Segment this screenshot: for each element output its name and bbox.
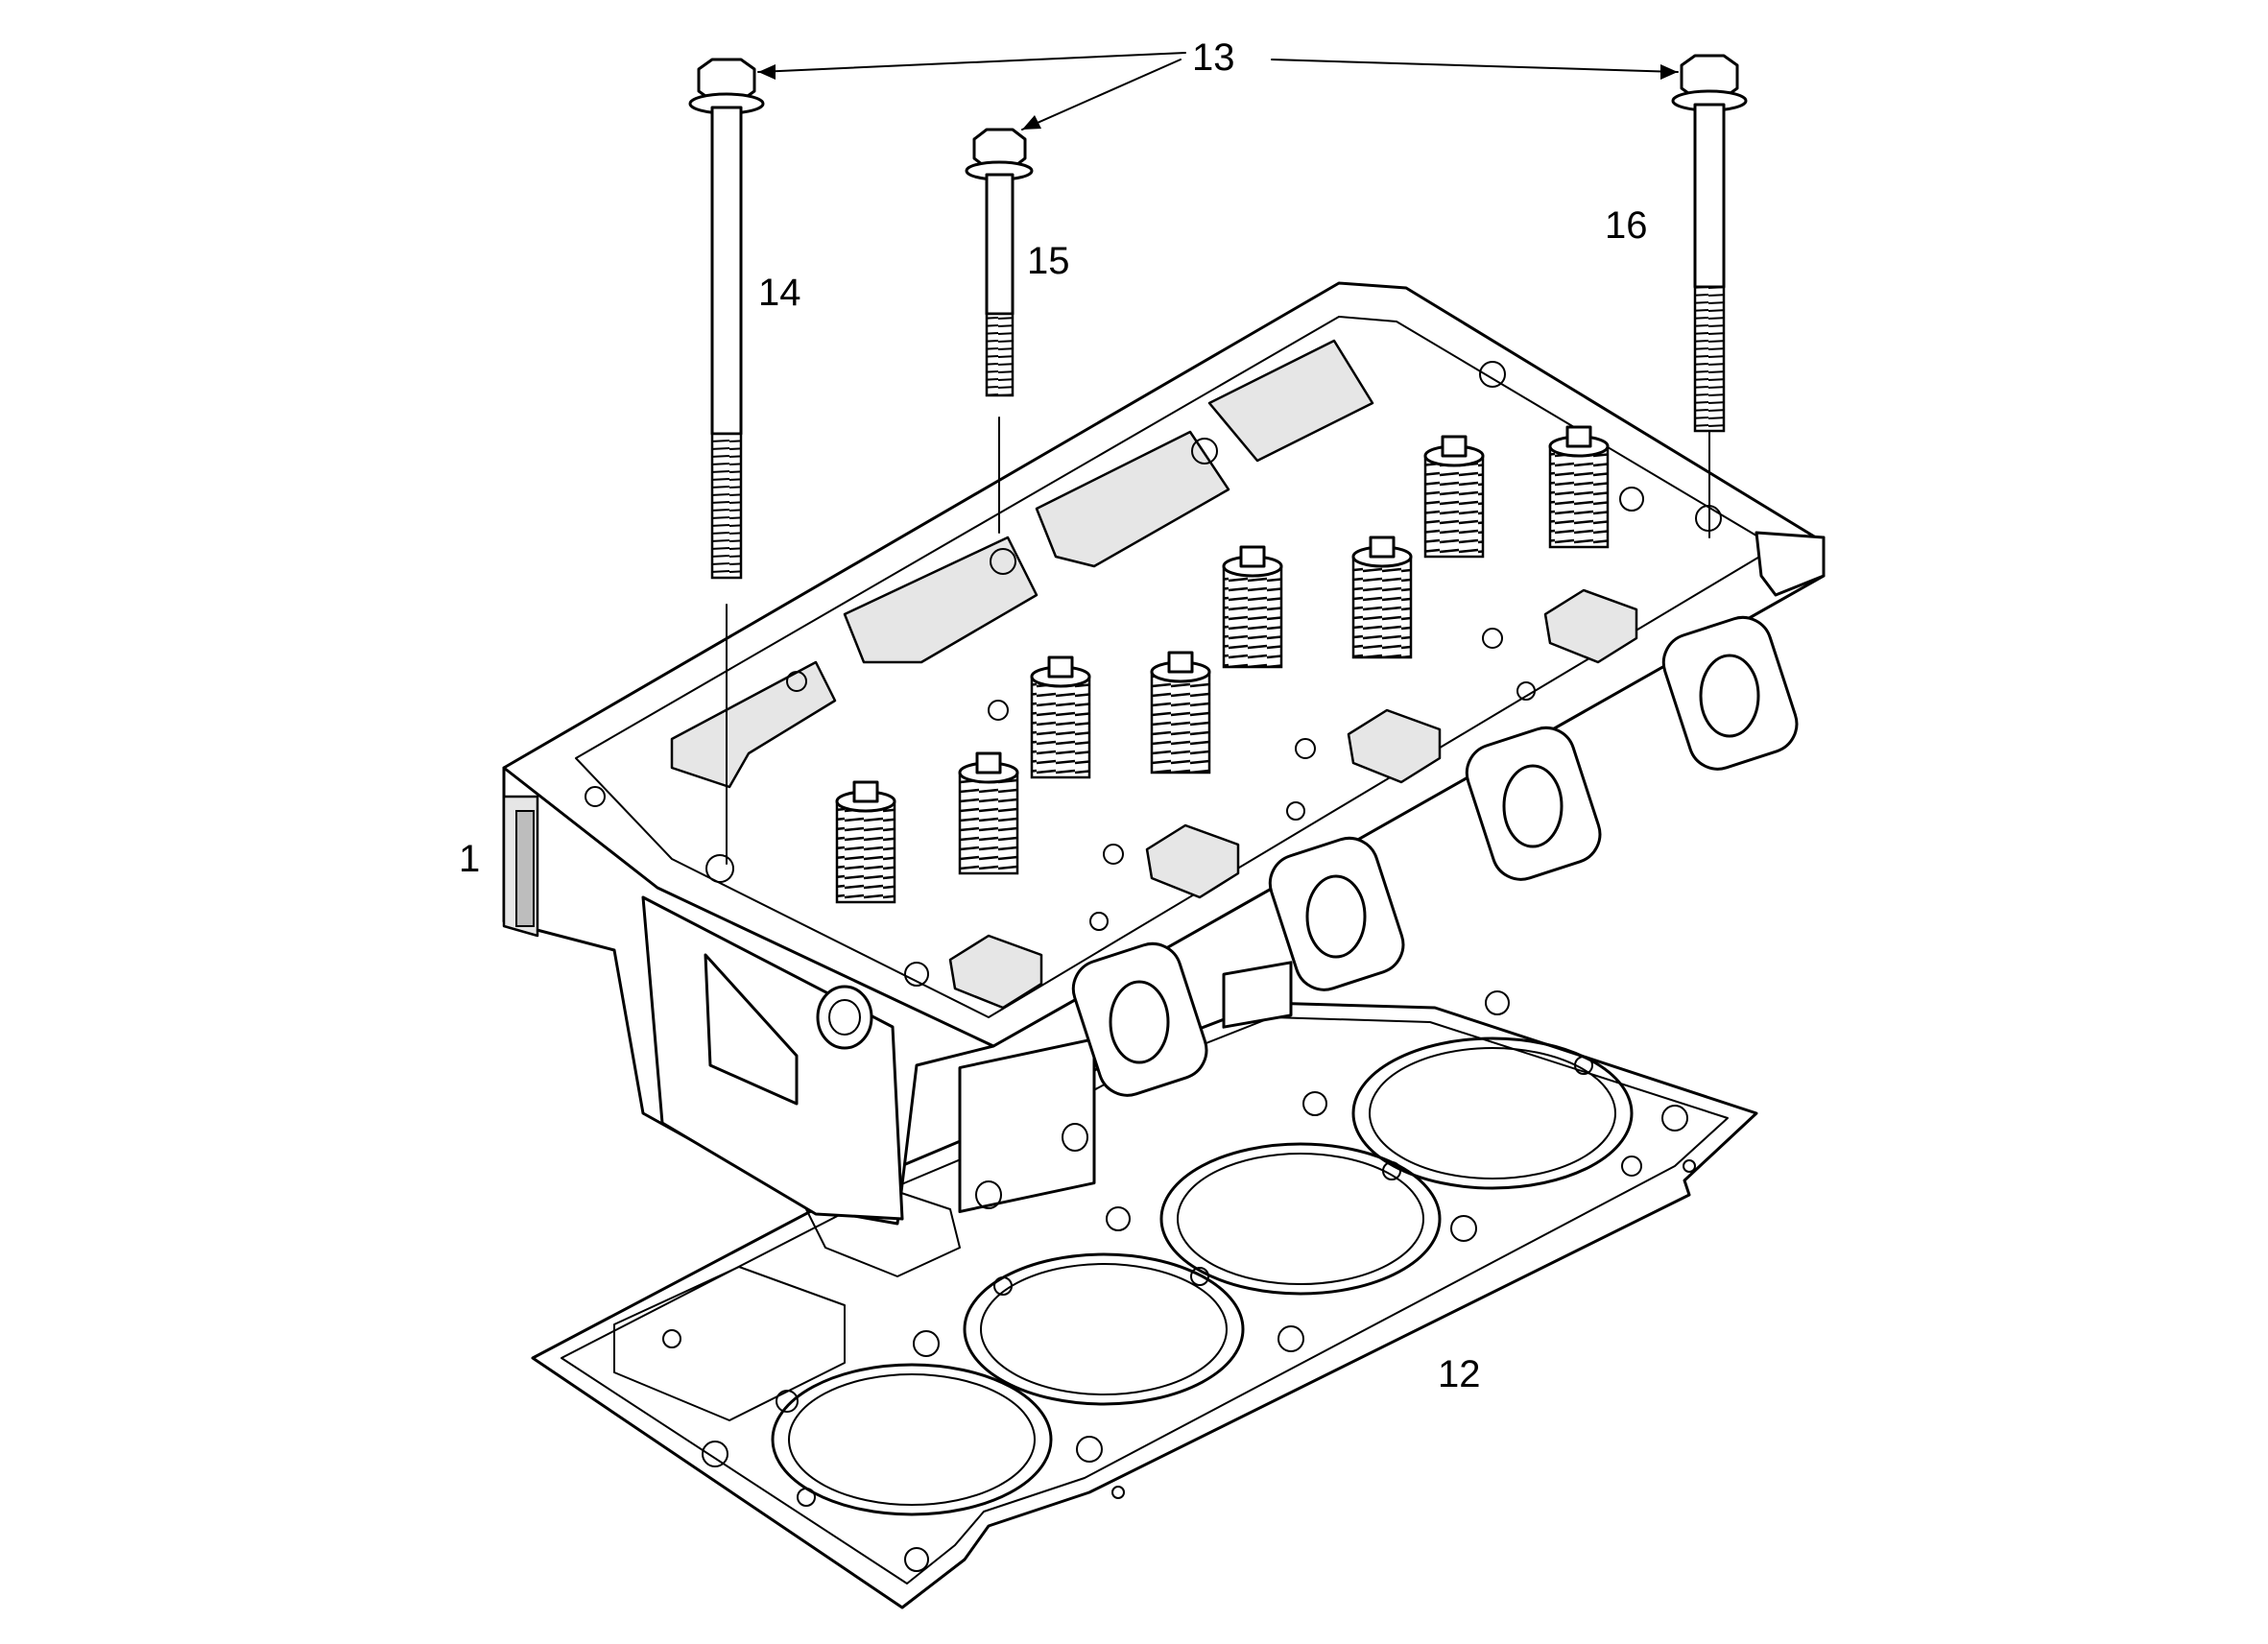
label-bolt-long-front: 14 bbox=[758, 272, 801, 314]
valve-spring-3 bbox=[1030, 655, 1091, 779]
head-gasket bbox=[531, 990, 1758, 1609]
gasket-bore-2 bbox=[963, 1252, 1245, 1406]
valve-springs bbox=[835, 425, 1610, 904]
valve-spring-5 bbox=[1222, 545, 1283, 669]
gasket-bolt-holes bbox=[662, 990, 1696, 1572]
exhaust-flange-2 bbox=[1268, 836, 1405, 991]
label-cylinder-head: 1 bbox=[459, 838, 480, 880]
rocker-wells bbox=[670, 339, 1374, 789]
label-head-gasket: 12 bbox=[1438, 1353, 1481, 1395]
callout-13-leaders bbox=[757, 52, 1679, 131]
cylinder-head bbox=[502, 281, 1826, 1226]
gasket-bore-4 bbox=[1351, 1036, 1634, 1190]
valve-spring-7 bbox=[1423, 435, 1485, 559]
label-bolt-short: 15 bbox=[1027, 240, 1070, 282]
gasket-bore-3 bbox=[1159, 1142, 1442, 1296]
bolt-14 bbox=[688, 58, 765, 865]
label-bolt-long-rear: 16 bbox=[1605, 204, 1648, 247]
exhaust-flange-1 bbox=[1071, 941, 1208, 1097]
valve-spring-6 bbox=[1351, 536, 1413, 659]
bolt-15 bbox=[965, 128, 1034, 534]
exhaust-flanges bbox=[1071, 615, 1799, 1097]
bolt-16 bbox=[1671, 54, 1748, 538]
gasket-bore-1 bbox=[771, 1363, 1053, 1516]
valve-spring-8 bbox=[1548, 425, 1610, 549]
valve-spring-4 bbox=[1150, 651, 1211, 774]
label-bolts: 13 bbox=[1192, 36, 1235, 79]
exhaust-flange-3 bbox=[1465, 726, 1602, 881]
valve-spring-1 bbox=[835, 780, 896, 904]
exhaust-flange-4 bbox=[1661, 615, 1799, 771]
port-pockets bbox=[948, 588, 1638, 1010]
valve-spring-2 bbox=[958, 751, 1019, 875]
